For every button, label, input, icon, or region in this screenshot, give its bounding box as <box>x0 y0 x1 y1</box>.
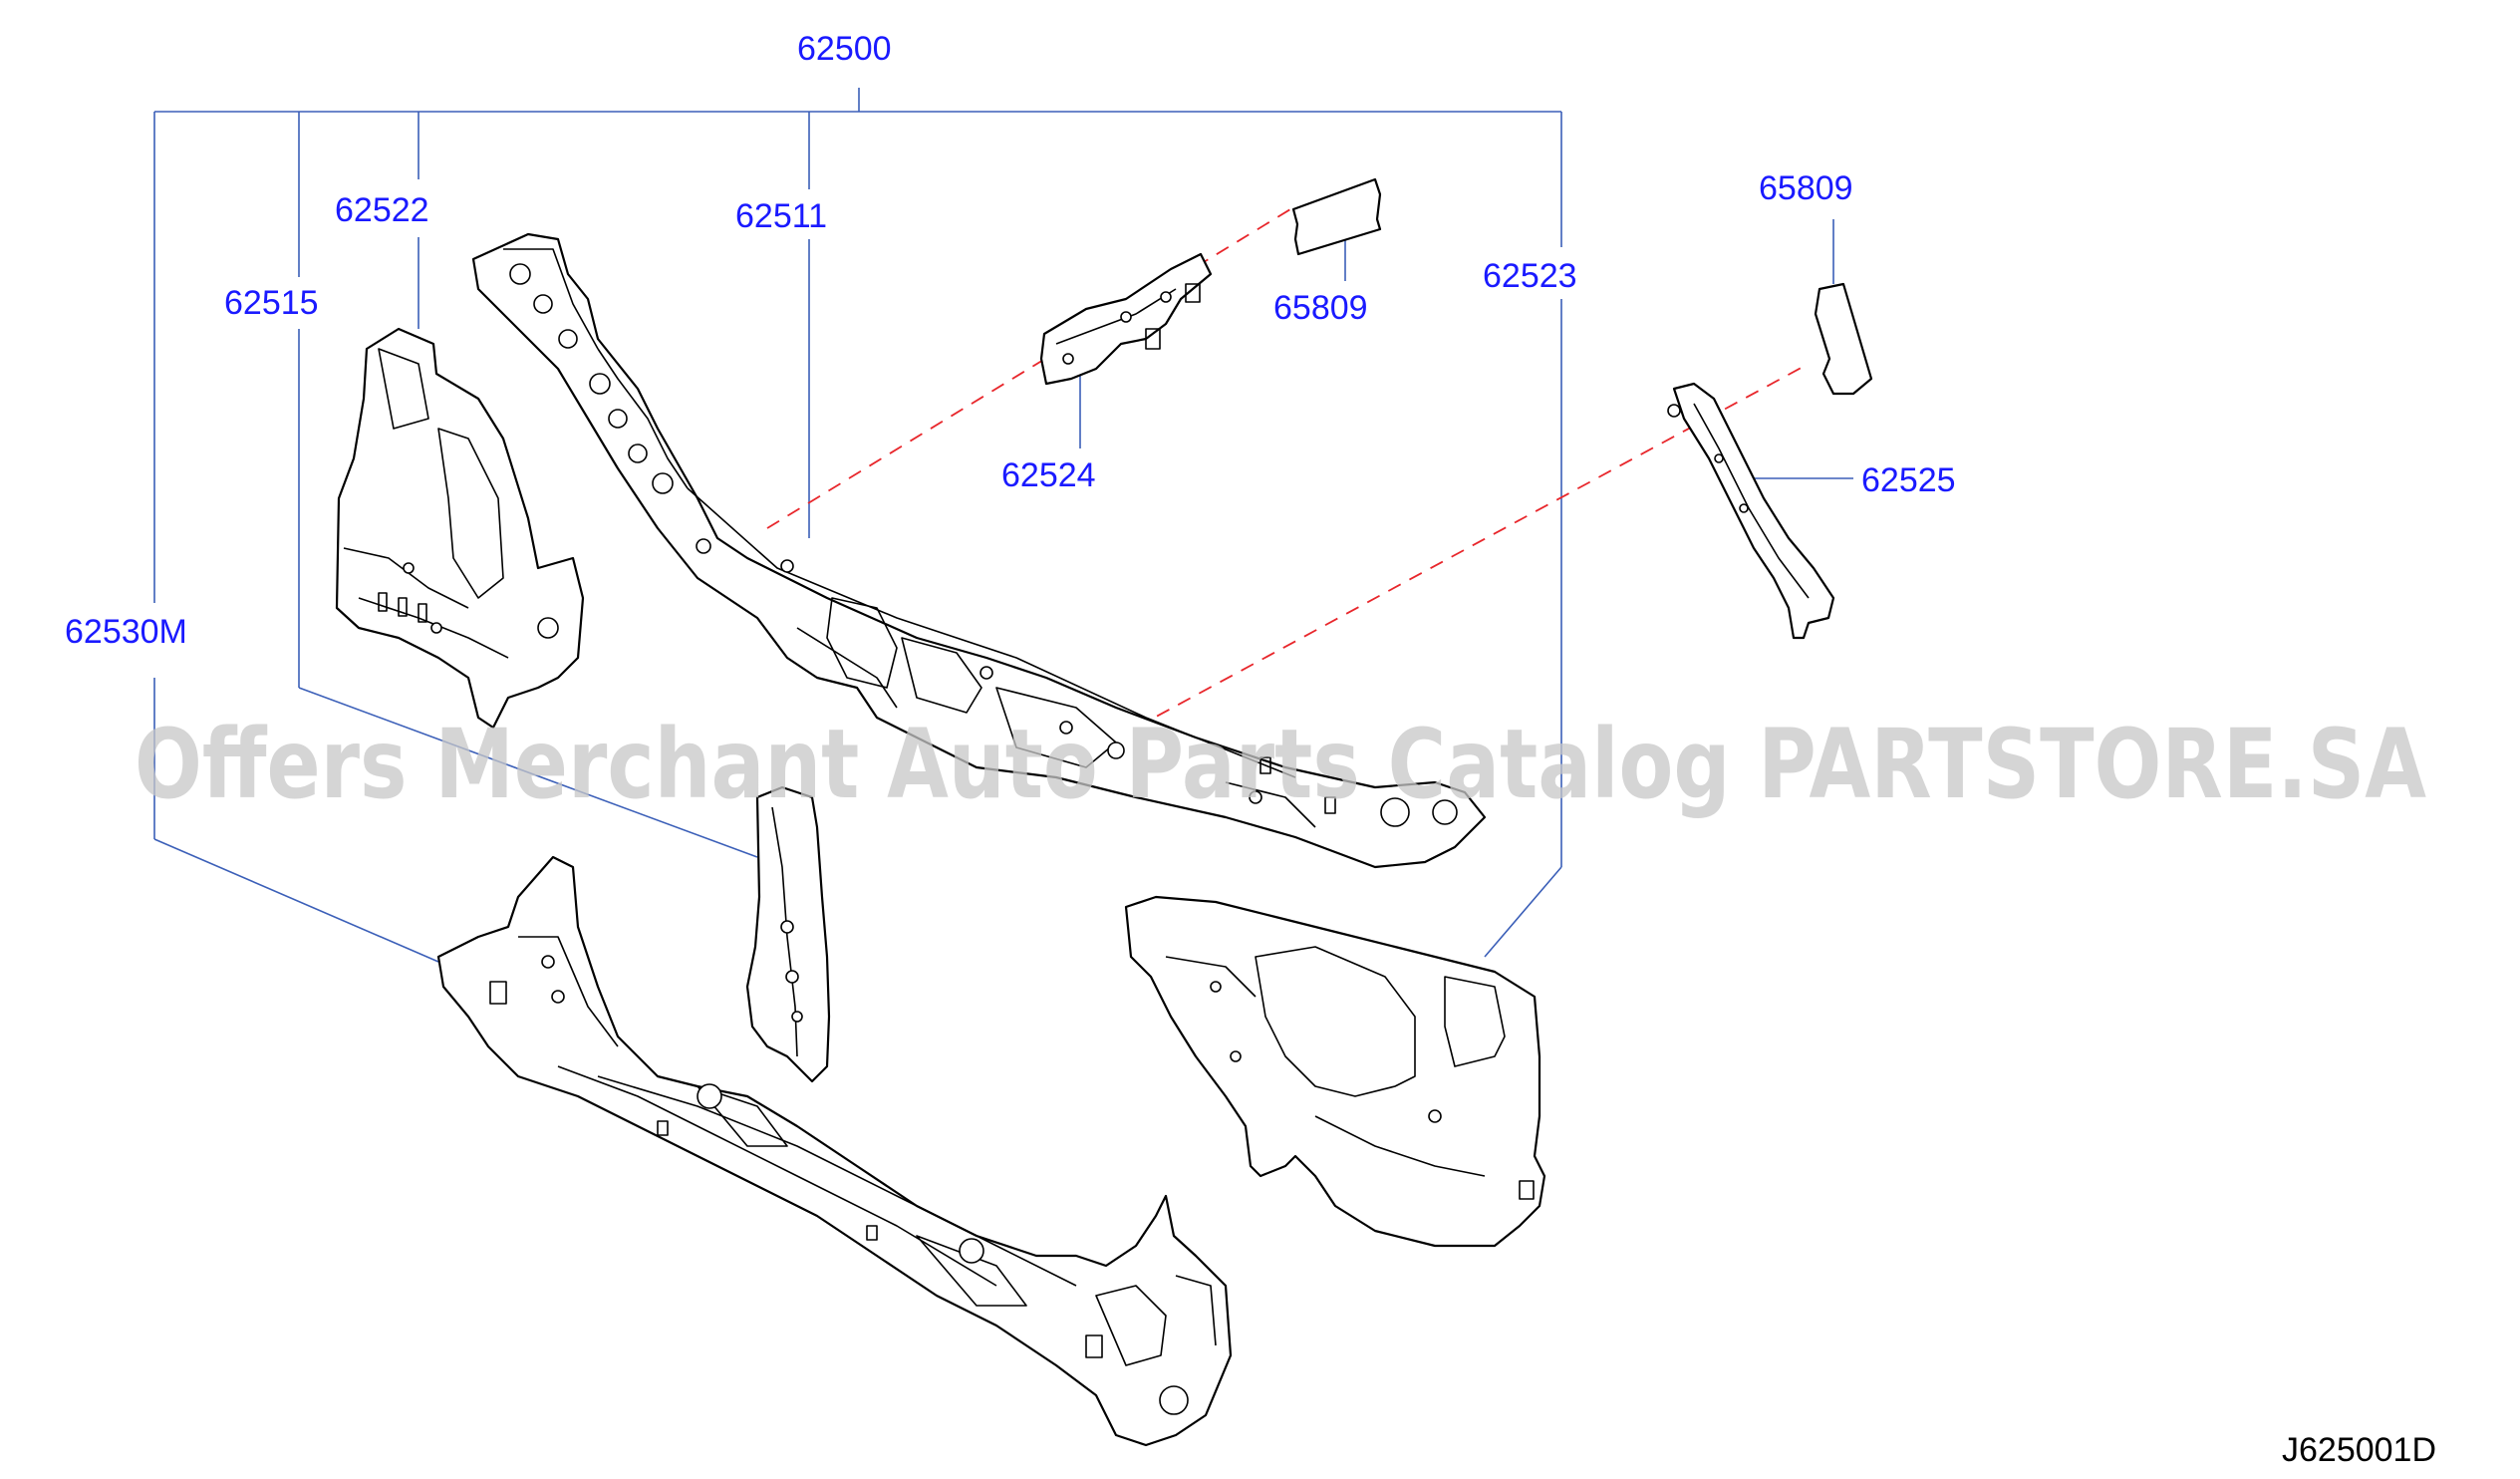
part-labels: 62500 62522 62511 62515 62530M 65809 625… <box>65 30 1956 651</box>
label-62522: 62522 <box>335 191 429 229</box>
part-62525-stay <box>1667 382 1835 640</box>
part-65809-sticker-2 <box>1814 282 1873 396</box>
label-62524: 62524 <box>1001 456 1096 494</box>
part-62511-upper-bar <box>471 232 1487 869</box>
part-65809-sticker-1 <box>1291 177 1382 256</box>
diagram-code: J625001D <box>2282 1431 2436 1469</box>
label-65809-upper: 65809 <box>1273 289 1368 327</box>
label-62525: 62525 <box>1861 461 1956 499</box>
part-62524-bracket <box>1039 252 1213 386</box>
label-62515: 62515 <box>224 284 319 322</box>
part-62523-side-panel <box>1124 895 1546 1248</box>
part-62515-center-stay <box>745 785 831 1083</box>
label-62511: 62511 <box>735 197 827 235</box>
leader-lines <box>153 88 1853 963</box>
part-62522-side-panel <box>335 327 585 730</box>
label-62523: 62523 <box>1483 257 1577 295</box>
part-62530m-lower-support <box>436 855 1233 1447</box>
label-62530m: 62530M <box>65 613 187 651</box>
label-62500: 62500 <box>797 30 892 68</box>
label-65809-right: 65809 <box>1759 169 1853 207</box>
watermark-text: Offers Merchant Auto Parts Catalog PARTS… <box>135 709 2426 820</box>
